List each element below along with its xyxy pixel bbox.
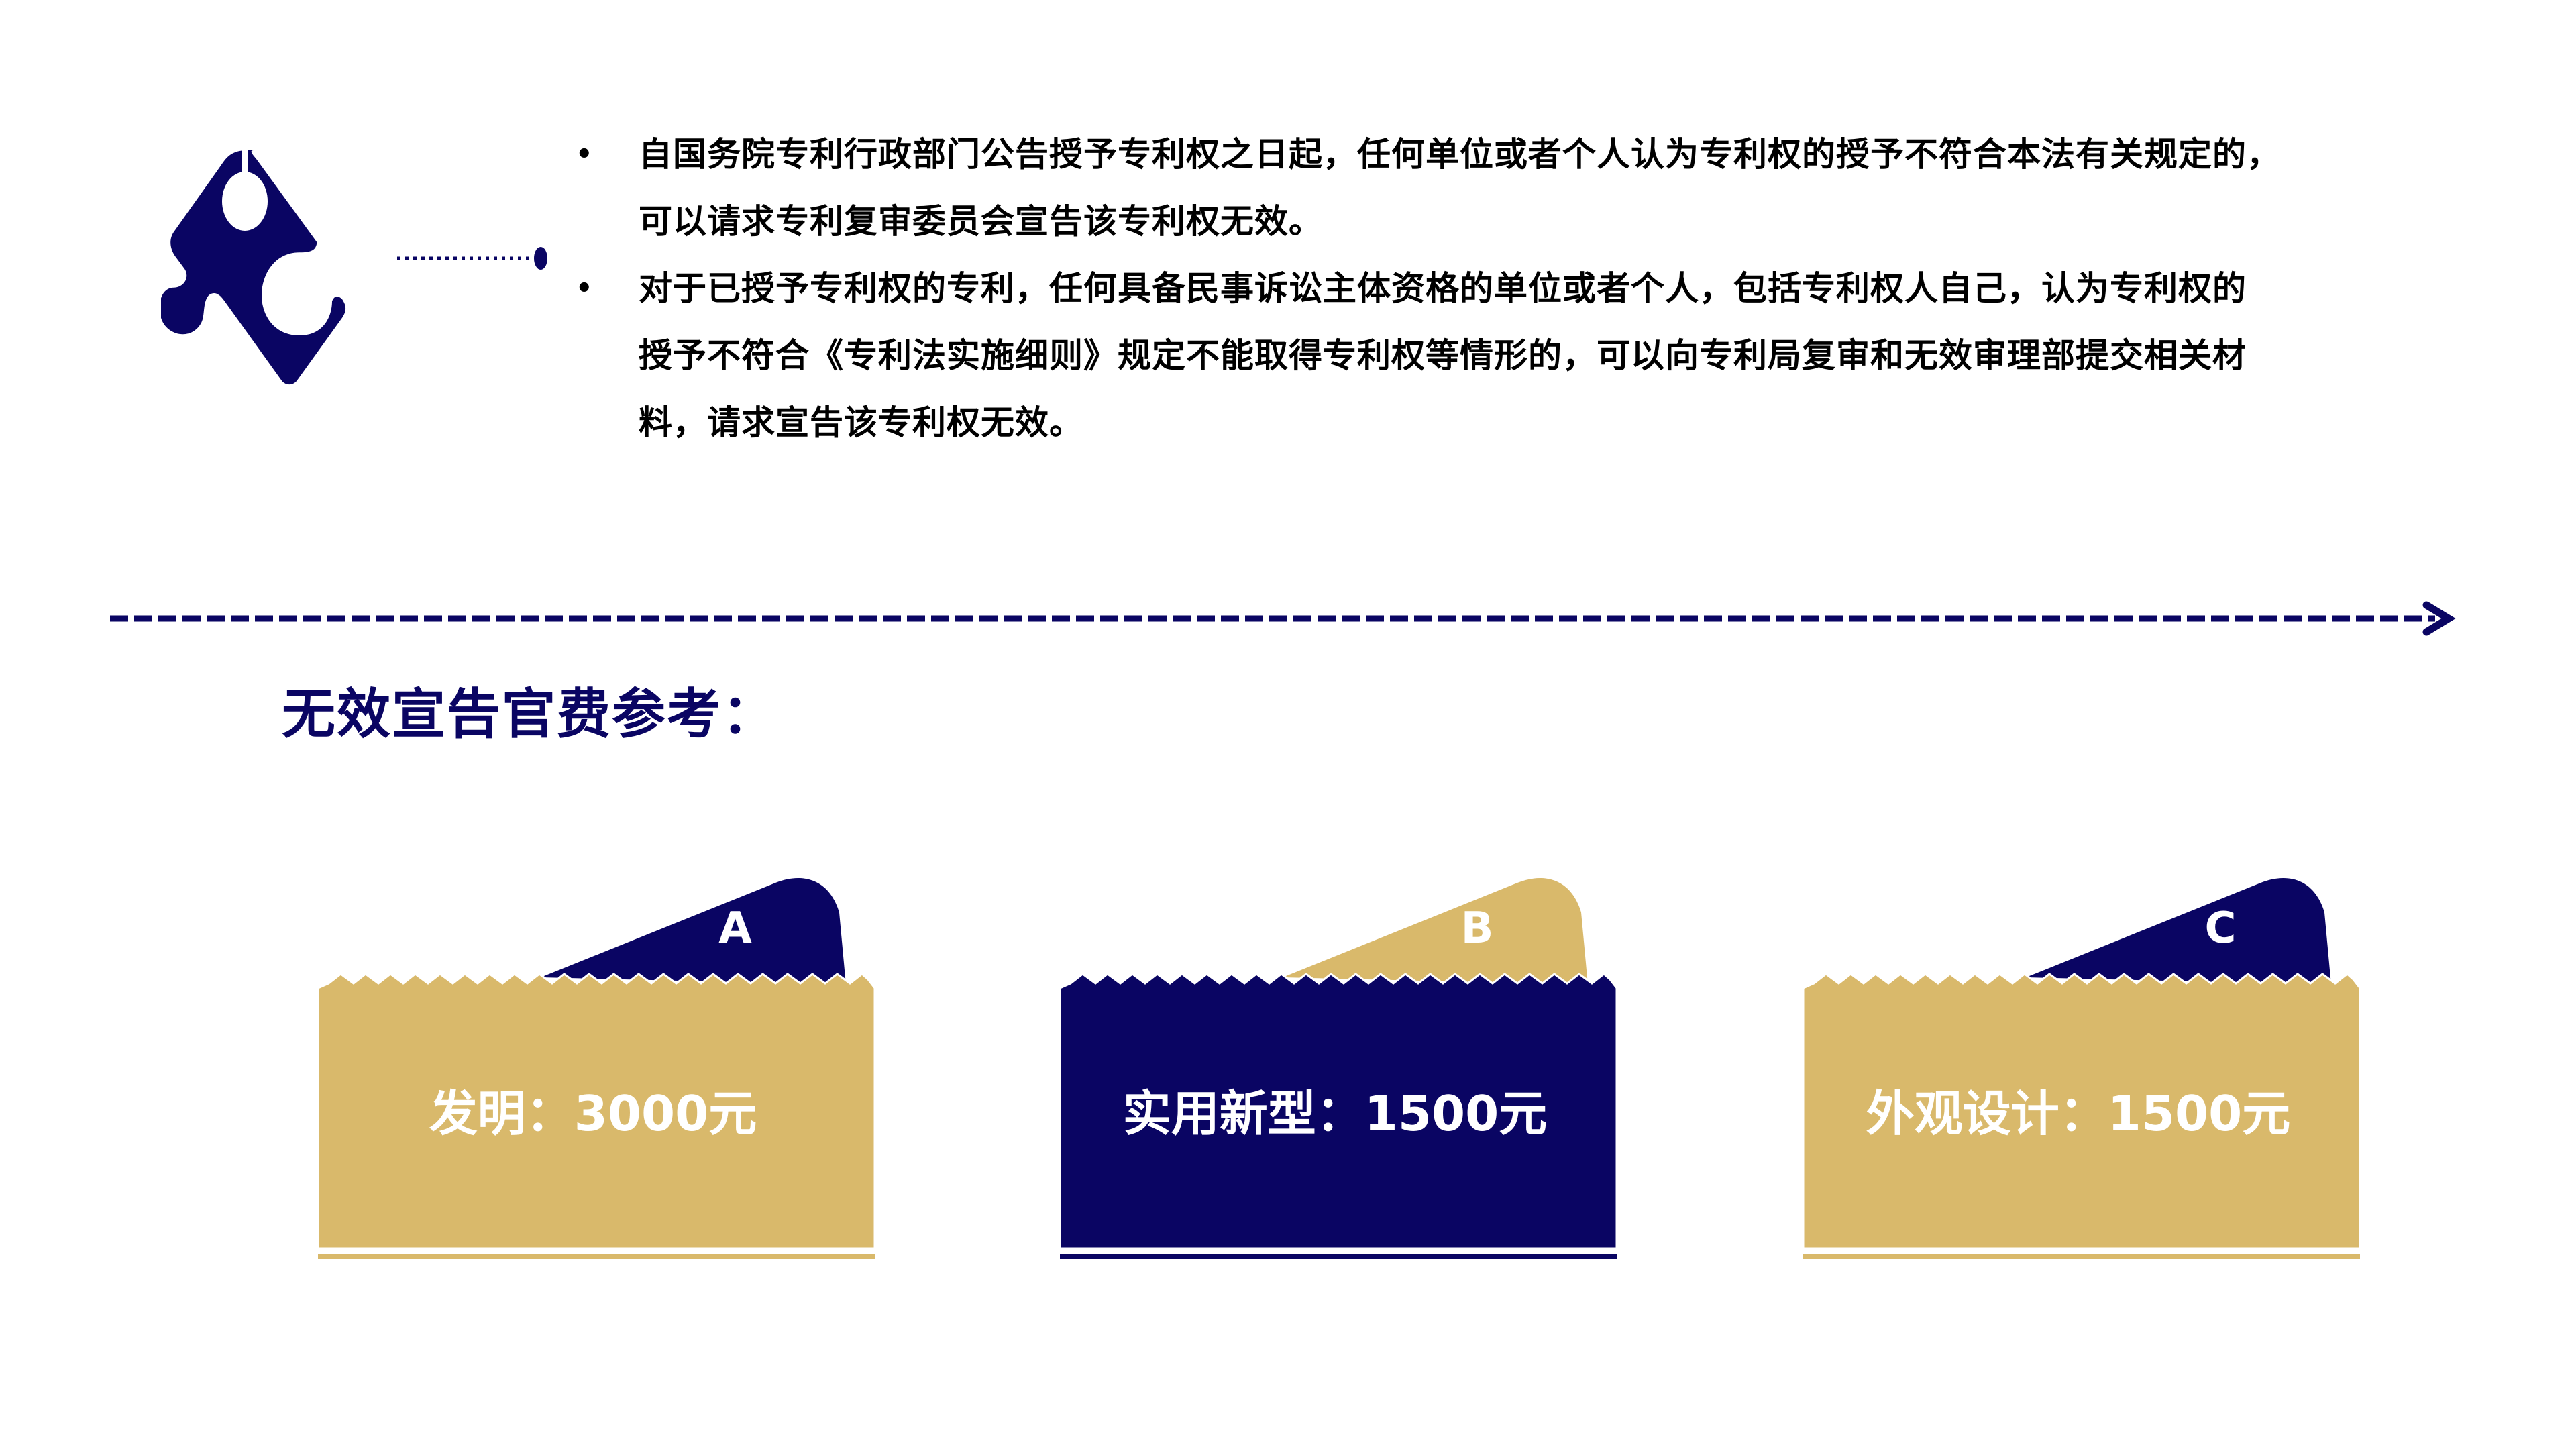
bullet-line: 对于已授予专利权的专利，任何具备民事诉讼主体资格的单位或者个人，包括专利权人自己… (639, 269, 2247, 308)
card-tab-letter: C (2204, 904, 2237, 953)
bullet-dot-icon: • (576, 139, 594, 170)
fee-card-utility-model: B 实用新型：1500元 (1055, 872, 1618, 1275)
bullet-line: 可以请求专利复审委员会宣告该专利权无效。 (639, 202, 1323, 241)
card-fee-label: 实用新型：1500元 (1122, 1085, 1548, 1142)
fee-card-design: C 外观设计：1500元 (1798, 872, 2361, 1275)
bullet-line: 授予不符合《专利法实施细则》规定不能取得专利权等情形的，可以向专利局复审和无效审… (639, 336, 2247, 375)
card-fee-label: 外观设计：1500元 (1866, 1085, 2291, 1142)
card-tab-letter: B (1460, 904, 1494, 953)
card-shape (317, 877, 876, 1259)
card-shape (1802, 877, 2361, 1259)
card-tab-letter: A (718, 904, 752, 953)
section-heading: 无效宣告官费参考： (282, 683, 777, 745)
puzzle-piece-icon (159, 144, 547, 385)
bullet-list: • 自国务院专利行政部门公告授予专利权之日起，任何单位或者个人认为专利权的授予不… (564, 121, 2455, 456)
card-shape (1059, 877, 1618, 1259)
bullet-line: 自国务院专利行政部门公告授予专利权之日起，任何单位或者个人认为专利权的授予不符合… (639, 135, 2281, 174)
bullet-line: 料，请求宣告该专利权无效。 (639, 403, 1083, 442)
fee-card-invention: A 发明：3000元 (313, 872, 876, 1275)
bullet-item-2: • 对于已授予专利权的专利，任何具备民事诉讼主体资格的单位或者个人，包括专利权人… (564, 255, 2455, 456)
card-fee-label: 发明：3000元 (429, 1085, 757, 1142)
bullet-item-1: • 自国务院专利行政部门公告授予专利权之日起，任何单位或者个人认为专利权的授予不… (564, 121, 2455, 255)
puzzle-piece-logo (159, 144, 564, 386)
bullet-dot-icon: • (576, 273, 594, 304)
dashed-arrow-divider (107, 597, 2462, 637)
arrow-right-icon (110, 601, 2456, 636)
